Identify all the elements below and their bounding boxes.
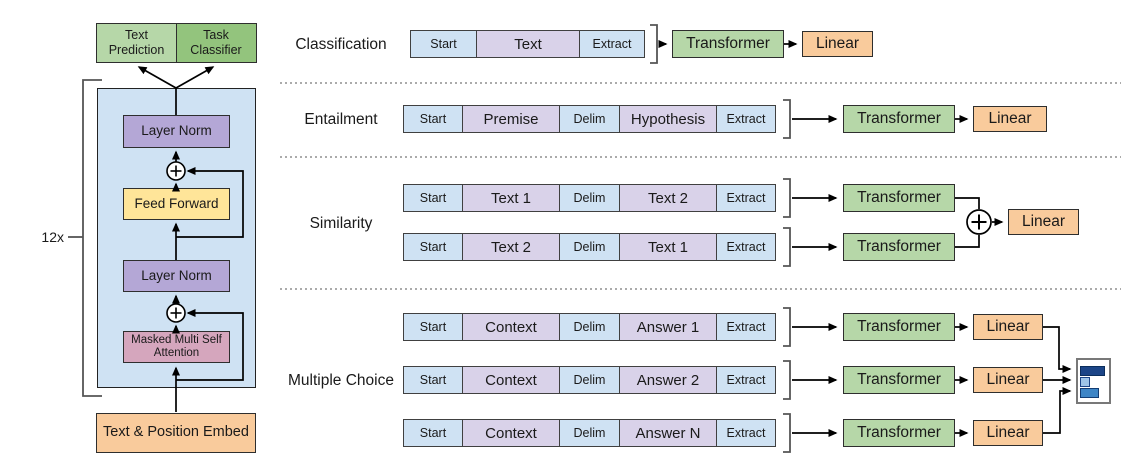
linear-box: Linear: [973, 420, 1043, 446]
segment-delim: Delim: [559, 233, 620, 261]
multiple-choice-sequence-row-2: Start Context Delim Answer 2 Extract: [403, 366, 776, 394]
segment-text1: Text 1: [461, 184, 561, 212]
entailment-sequence-row: Start Premise Delim Hypothesis Extract: [403, 105, 776, 133]
segment-delim: Delim: [559, 366, 620, 394]
score-bar-1: [1080, 366, 1105, 376]
similarity-label: Similarity: [309, 215, 373, 232]
segment-extract: Extract: [716, 366, 776, 394]
segment-start: Start: [403, 184, 463, 212]
multiple-choice-sequence-row-1: Start Context Delim Answer 1 Extract: [403, 313, 776, 341]
segment-delim: Delim: [559, 105, 620, 133]
layer-norm-top-box: Layer Norm: [123, 115, 230, 148]
segment-answerN: Answer N: [618, 419, 718, 447]
segment-text2: Text 2: [461, 233, 561, 261]
segment-text2: Text 2: [618, 184, 718, 212]
linear-box: Linear: [802, 31, 873, 57]
feed-forward-box: Feed Forward: [123, 188, 230, 220]
segment-hypothesis: Hypothesis: [618, 105, 718, 133]
layer-norm-bottom-box: Layer Norm: [123, 260, 230, 292]
segment-extract: Extract: [716, 184, 776, 212]
segment-extract: Extract: [716, 105, 776, 133]
similarity-sequence-row-1: Start Text 1 Delim Text 2 Extract: [403, 184, 776, 212]
embed-box: Text & Position Embed: [96, 413, 256, 453]
linear-box: Linear: [1008, 209, 1079, 235]
task-classifier-box: Task Classifier: [175, 23, 257, 63]
transformer-box: Transformer: [843, 313, 955, 341]
segment-start: Start: [403, 233, 463, 261]
answer-scores-chart: [1076, 358, 1111, 404]
segment-context: Context: [461, 366, 561, 394]
classification-label: Classification: [295, 36, 387, 53]
segment-context: Context: [461, 419, 561, 447]
segment-start: Start: [403, 105, 463, 133]
segment-text1: Text 1: [618, 233, 718, 261]
linear-box: Linear: [973, 106, 1047, 132]
transformer-box: Transformer: [843, 419, 955, 447]
transformer-box: Transformer: [843, 366, 955, 394]
repeat-12x-label: 12x: [41, 229, 64, 245]
segment-start: Start: [403, 419, 463, 447]
segment-delim: Delim: [559, 419, 620, 447]
segment-extract: Extract: [716, 313, 776, 341]
entailment-label: Entailment: [304, 111, 378, 128]
transformer-box: Transformer: [672, 30, 784, 58]
segment-delim: Delim: [559, 184, 620, 212]
text-prediction-box: Text Prediction: [96, 23, 177, 63]
multiple-choice-sequence-row-3: Start Context Delim Answer N Extract: [403, 419, 776, 447]
segment-start: Start: [403, 366, 463, 394]
transformer-box: Transformer: [843, 105, 955, 133]
linear-box: Linear: [973, 314, 1043, 340]
transformer-box: Transformer: [843, 184, 955, 212]
segment-start: Start: [403, 313, 463, 341]
score-bar-3: [1080, 388, 1099, 398]
transformer-box: Transformer: [843, 233, 955, 261]
segment-premise: Premise: [461, 105, 561, 133]
sum-icon: [966, 209, 992, 235]
masked-attention-box: Masked Multi Self Attention: [123, 331, 230, 363]
segment-delim: Delim: [559, 313, 620, 341]
segment-text: Text: [475, 30, 581, 58]
segment-answer2: Answer 2: [618, 366, 718, 394]
segment-context: Context: [461, 313, 561, 341]
linear-box: Linear: [973, 367, 1043, 393]
segment-extract: Extract: [579, 30, 645, 58]
multiple-choice-label: Multiple Choice: [288, 372, 394, 389]
segment-answer1: Answer 1: [618, 313, 718, 341]
classification-sequence-row: Start Text Extract: [410, 30, 645, 58]
score-bar-2: [1080, 377, 1090, 387]
segment-extract: Extract: [716, 419, 776, 447]
segment-start: Start: [410, 30, 477, 58]
similarity-sequence-row-2: Start Text 2 Delim Text 1 Extract: [403, 233, 776, 261]
segment-extract: Extract: [716, 233, 776, 261]
